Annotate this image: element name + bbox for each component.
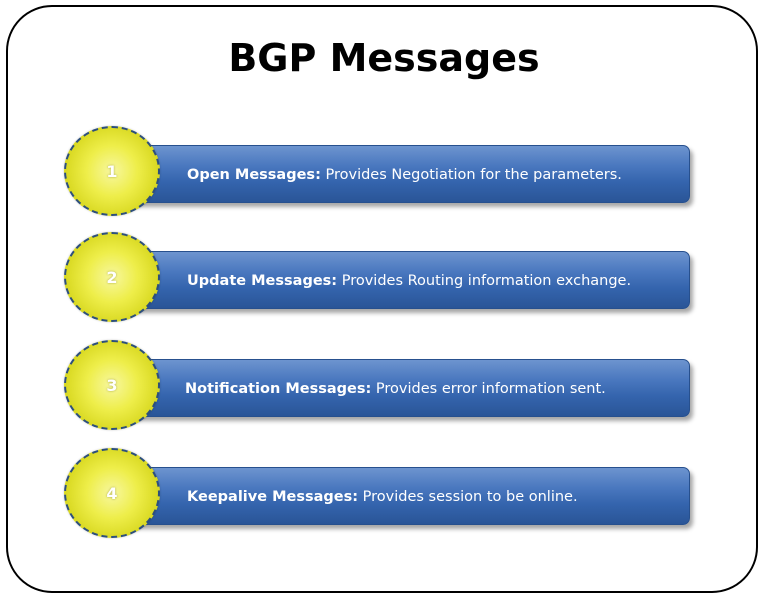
message-label: Notification Messages: (185, 381, 372, 397)
message-text: Notification Messages: Provides error in… (185, 360, 679, 418)
step-number: 4 (106, 483, 118, 503)
message-text: Update Messages: Provides Routing inform… (187, 252, 679, 310)
number-circle: 3 (64, 340, 160, 430)
number-circle: 4 (64, 448, 160, 538)
message-row-2: Update Messages: Provides Routing inform… (0, 226, 768, 322)
step-number: 3 (106, 375, 118, 395)
number-circle: 1 (64, 126, 160, 216)
message-description: Provides session to be online. (358, 489, 578, 505)
message-text: Open Messages: Provides Negotiation for … (187, 146, 679, 204)
message-bar: Keepalive Messages: Provides session to … (120, 467, 690, 525)
message-bar: Notification Messages: Provides error in… (120, 359, 690, 417)
message-description: Provides error information sent. (371, 381, 606, 397)
message-row-1: Open Messages: Provides Negotiation for … (0, 120, 768, 216)
step-number: 2 (106, 267, 118, 287)
message-bar: Update Messages: Provides Routing inform… (120, 251, 690, 309)
message-bar: Open Messages: Provides Negotiation for … (120, 145, 690, 203)
step-number: 1 (106, 161, 118, 181)
message-description: Provides Negotiation for the parameters. (320, 167, 622, 183)
message-row-3: Notification Messages: Provides error in… (0, 334, 768, 430)
message-label: Open Messages: (187, 167, 321, 183)
message-text: Keepalive Messages: Provides session to … (187, 468, 679, 526)
message-row-4: Keepalive Messages: Provides session to … (0, 442, 768, 538)
message-label: Update Messages: (187, 273, 338, 289)
diagram-title: BGP Messages (228, 36, 540, 80)
number-circle: 2 (64, 232, 160, 322)
message-description: Provides Routing information exchange. (337, 273, 632, 289)
message-label: Keepalive Messages: (187, 489, 359, 505)
